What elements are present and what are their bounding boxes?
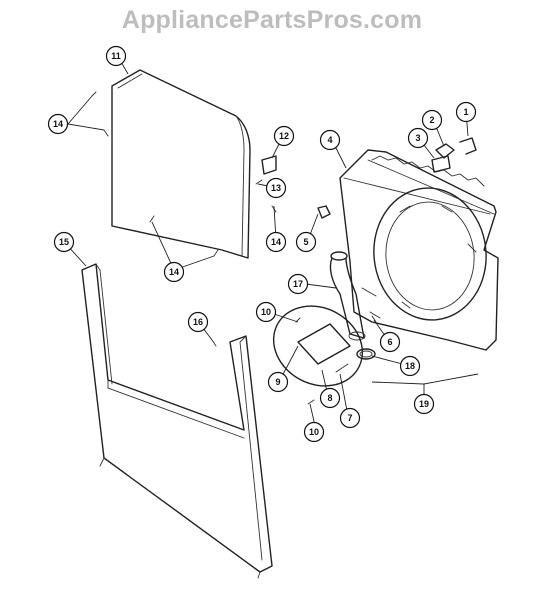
svg-text:15: 15	[59, 237, 69, 247]
svg-text:16: 16	[193, 317, 203, 327]
svg-text:1: 1	[463, 107, 468, 117]
callout-12: 12	[273, 125, 295, 147]
callout-1: 1	[455, 101, 477, 123]
svg-text:14: 14	[271, 237, 281, 247]
svg-text:18: 18	[405, 361, 415, 371]
svg-text:8: 8	[327, 393, 332, 403]
callout-14-lower: 14	[163, 261, 185, 283]
part-19-leader	[371, 373, 479, 385]
callout-10-lower: 10	[303, 421, 325, 443]
top-panel-part	[111, 69, 251, 259]
callout-14-upper-left: 14	[47, 113, 69, 135]
door-part	[272, 305, 364, 387]
callout-2: 2	[421, 109, 443, 131]
svg-text:10: 10	[261, 307, 271, 317]
callout-19: 19	[413, 393, 435, 415]
part-13	[255, 179, 263, 185]
part-3	[431, 155, 451, 173]
svg-text:14: 14	[169, 267, 179, 277]
svg-text:10: 10	[309, 427, 319, 437]
callout-4: 4	[319, 129, 341, 151]
hardware-parts	[91, 91, 477, 405]
svg-text:3: 3	[415, 133, 420, 143]
svg-text:6: 6	[387, 337, 392, 347]
svg-text:2: 2	[429, 115, 434, 125]
svg-text:14: 14	[53, 119, 63, 129]
callout-11: 11	[105, 45, 127, 67]
part-1	[459, 137, 477, 155]
callout-17: 17	[287, 273, 309, 295]
callout-18: 18	[399, 355, 421, 377]
front-panel-part	[81, 263, 273, 579]
part-2	[435, 143, 455, 159]
svg-text:5: 5	[303, 237, 308, 247]
hose-part	[329, 251, 366, 341]
callout-14-right: 14	[265, 231, 287, 253]
front-bulkhead-part	[339, 149, 499, 351]
svg-text:11: 11	[111, 51, 121, 61]
ring-part	[356, 348, 376, 360]
callout-6: 6	[379, 331, 401, 353]
callout-10-upper: 10	[255, 301, 277, 323]
svg-text:4: 4	[327, 135, 332, 145]
callout-15: 15	[53, 231, 75, 253]
svg-text:13: 13	[271, 183, 281, 193]
callout-16: 16	[187, 311, 209, 333]
svg-text:17: 17	[293, 279, 303, 289]
callout-5: 5	[295, 231, 317, 253]
callout-7: 7	[339, 407, 361, 429]
callout-13: 13	[265, 177, 287, 199]
part-5	[317, 205, 331, 219]
callout-9: 9	[267, 371, 289, 393]
svg-text:19: 19	[419, 399, 429, 409]
callout-3: 3	[407, 127, 429, 149]
callout-8: 8	[319, 387, 341, 409]
svg-text:7: 7	[347, 413, 352, 423]
watermark-text: AppliancePartsPros.com	[121, 6, 423, 34]
svg-text:12: 12	[279, 131, 289, 141]
part-12	[261, 155, 277, 175]
svg-text:9: 9	[275, 377, 280, 387]
